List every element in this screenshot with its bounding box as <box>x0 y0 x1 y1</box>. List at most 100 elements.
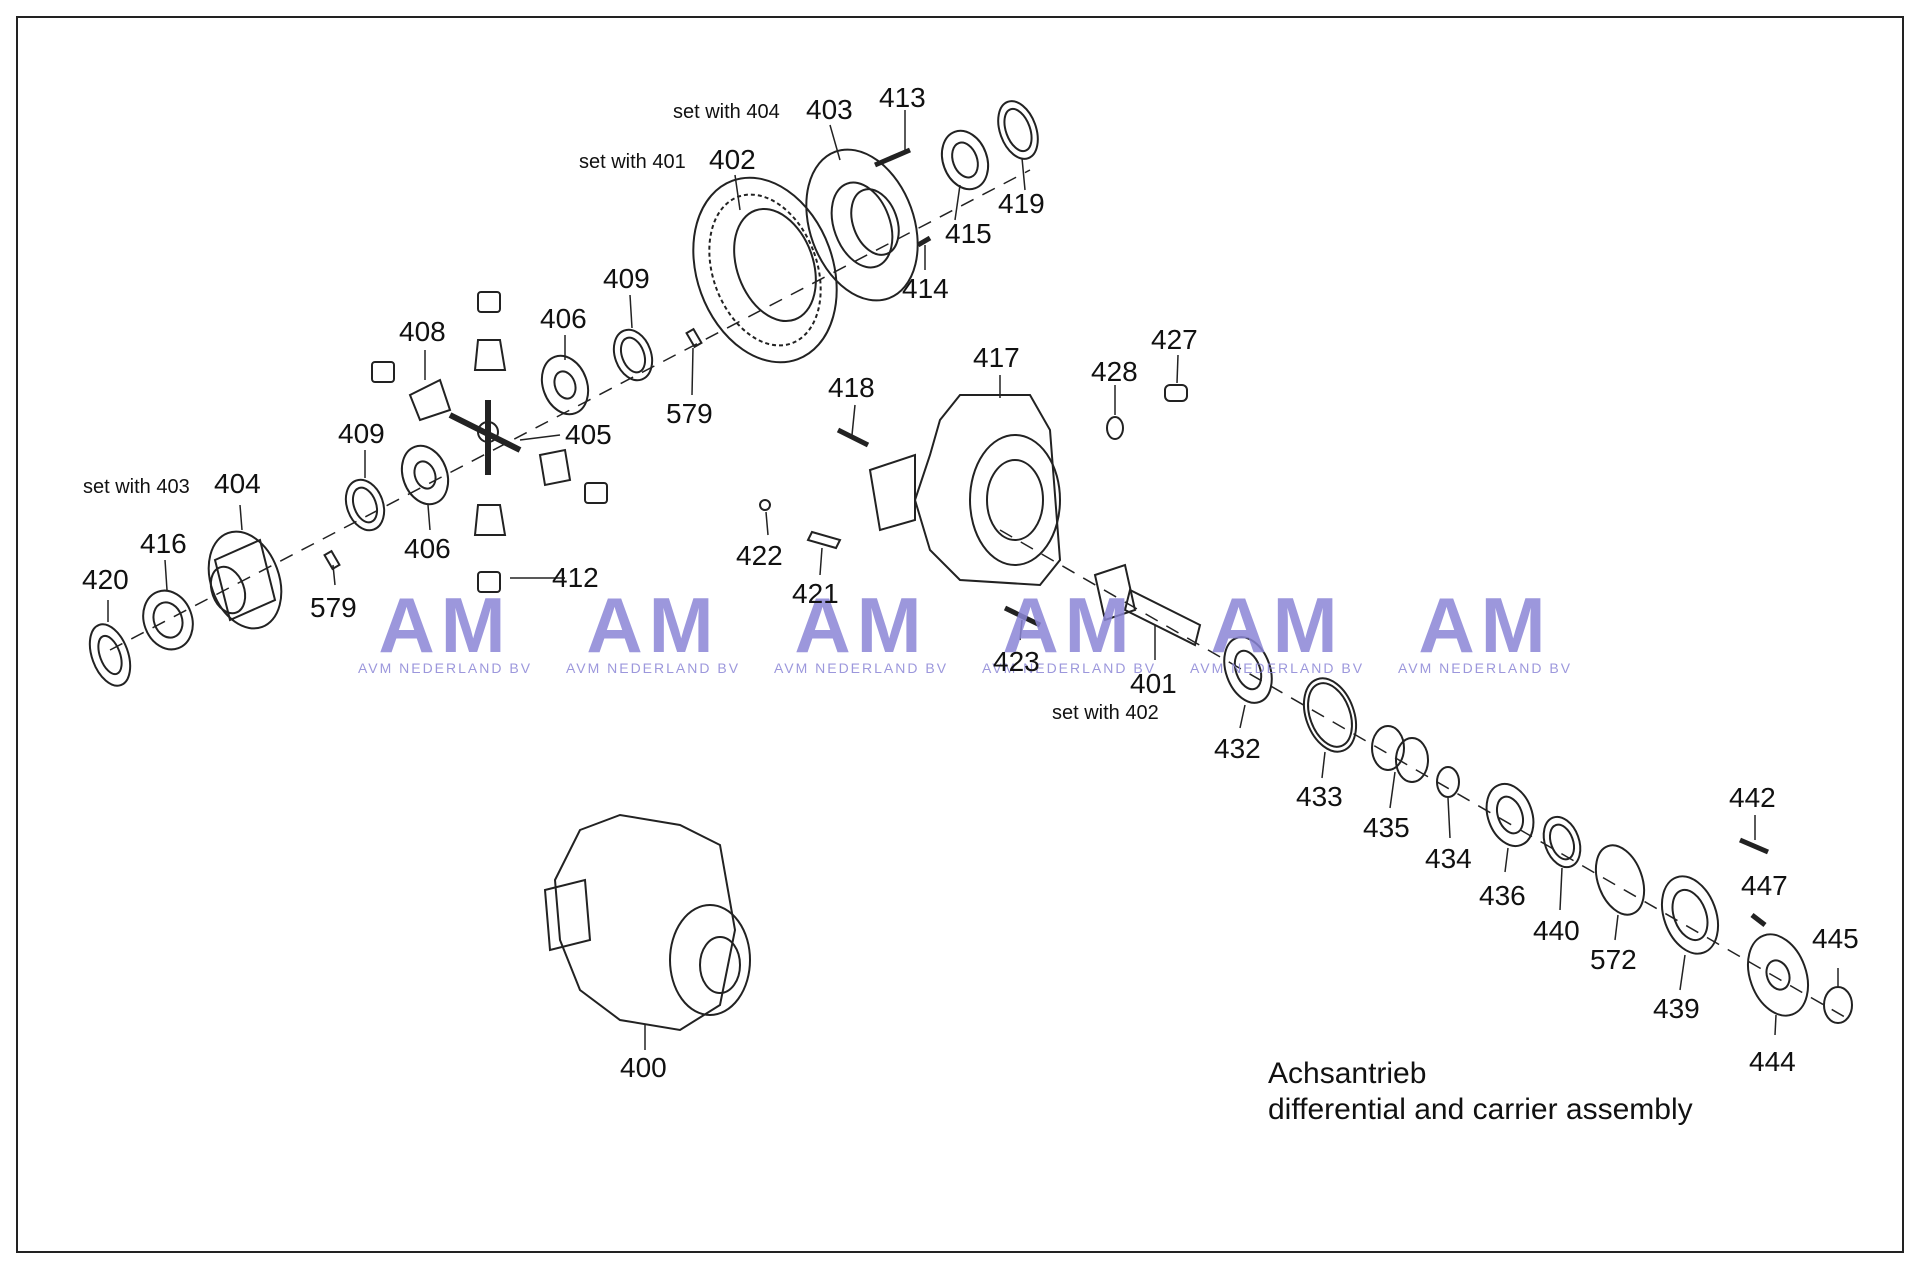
part-409-washer-right <box>612 328 654 382</box>
watermark-6: AM AVM NEDERLAND BV <box>1395 581 1575 676</box>
label-579-lower: 579 <box>310 592 357 623</box>
watermark-mark: AM <box>794 581 928 669</box>
axis-line-lower <box>999 529 1851 1021</box>
part-403-diff-case <box>805 148 919 302</box>
watermark-mark: AM <box>1418 581 1552 669</box>
leader-409r <box>629 294 633 329</box>
label-418: 418 <box>828 372 875 403</box>
label-423: 423 <box>993 646 1040 677</box>
label-421: 421 <box>792 578 839 609</box>
watermark-company: AVM NEDERLAND BV <box>565 660 741 676</box>
axis-line-upper <box>109 169 1031 651</box>
leader-579l <box>332 564 336 586</box>
part-417-carrier-housing <box>868 394 1062 587</box>
part-421-plate <box>806 530 842 550</box>
leader-419 <box>1021 157 1026 191</box>
watermark-2: AM AVM NEDERLAND BV <box>563 581 743 676</box>
label-434: 434 <box>1425 843 1472 874</box>
part-418-bolt <box>836 427 870 448</box>
note-401: set with 402 <box>1052 702 1159 724</box>
part-400-assembly <box>543 813 751 1032</box>
leader-432 <box>1239 704 1246 729</box>
part-434-ring <box>1436 766 1460 798</box>
label-404: 404 <box>214 468 261 499</box>
label-417: 417 <box>973 342 1020 373</box>
leader-418 <box>851 404 856 436</box>
watermark-company: AVM NEDERLAND BV <box>357 660 533 676</box>
part-433-shim <box>1302 677 1358 753</box>
label-422: 422 <box>736 540 783 571</box>
part-447-bolt <box>1750 913 1767 927</box>
part-572-oring <box>1594 844 1646 916</box>
watermark-company: AVM NEDERLAND BV <box>1189 660 1365 676</box>
label-405: 405 <box>565 419 612 450</box>
part-402-ring-gear <box>692 176 838 364</box>
watermark-mark: AM <box>1210 581 1344 669</box>
label-420: 420 <box>82 564 129 595</box>
label-413: 413 <box>879 82 926 113</box>
label-403: 403 <box>806 94 853 125</box>
note-403: set with 404 <box>673 101 780 123</box>
part-404-diff-case <box>207 530 283 630</box>
leader-434 <box>1447 797 1451 839</box>
title-line-2: differential and carrier assembly <box>1268 1093 1693 1126</box>
label-579-upper: 579 <box>666 398 713 429</box>
leader-579r <box>691 347 694 396</box>
watermark-5: AM AVM NEDERLAND BV <box>1187 581 1367 676</box>
label-572: 572 <box>1590 944 1637 975</box>
part-420-ring <box>88 623 132 687</box>
watermark-mark: AM <box>586 581 720 669</box>
label-409-upper: 409 <box>603 263 650 294</box>
leader-403 <box>829 124 841 161</box>
label-416: 416 <box>140 528 187 559</box>
label-433: 433 <box>1296 781 1343 812</box>
part-413-bolt <box>874 147 911 168</box>
part-442-bolt <box>1739 837 1769 855</box>
part-439-cover <box>1660 875 1720 955</box>
leader-423 <box>1019 619 1023 641</box>
part-414-bolt <box>916 235 932 248</box>
part-408-pinion-gears <box>371 291 608 593</box>
label-439: 439 <box>1653 993 1700 1024</box>
part-579-pin-upper <box>685 327 703 349</box>
label-427: 427 <box>1151 324 1198 355</box>
part-435-spacer <box>1371 725 1429 783</box>
diagram-title: Achsantrieb differential and carrier ass… <box>1268 1056 1693 1128</box>
leader-422 <box>765 511 769 536</box>
part-579-pin-lower <box>323 549 341 571</box>
leader-421 <box>819 547 823 576</box>
watermark-1: AM AVM NEDERLAND BV <box>355 581 535 676</box>
part-406-side-gear-right <box>540 354 590 416</box>
leader-427 <box>1176 354 1179 384</box>
label-402: 402 <box>709 144 756 175</box>
label-414: 414 <box>902 273 949 304</box>
leader-444 <box>1774 1014 1777 1036</box>
part-445-nut <box>1823 986 1853 1024</box>
part-427-plug <box>1164 384 1188 402</box>
note-402: set with 401 <box>579 151 686 173</box>
title-line-1: Achsantrieb <box>1268 1057 1427 1090</box>
label-440: 440 <box>1533 915 1580 946</box>
part-419-ring <box>997 100 1039 160</box>
watermark-3: AM AVM NEDERLAND BV <box>771 581 951 676</box>
label-409-lower: 409 <box>338 418 385 449</box>
part-444-flange <box>1747 933 1809 1017</box>
watermark-mark: AM <box>378 581 512 669</box>
watermark-mark: AM <box>1002 581 1136 669</box>
leader-415 <box>954 184 961 221</box>
label-406-lower: 406 <box>404 533 451 564</box>
leader-405 <box>519 434 561 441</box>
leader-572 <box>1614 914 1619 941</box>
leader-435 <box>1389 771 1396 809</box>
label-400: 400 <box>620 1052 667 1083</box>
note-404: set with 403 <box>83 476 190 498</box>
part-422-bolt <box>759 499 771 511</box>
watermark-company: AVM NEDERLAND BV <box>981 660 1157 676</box>
label-435: 435 <box>1363 812 1410 843</box>
label-406-upper: 406 <box>540 303 587 334</box>
label-447: 447 <box>1741 870 1788 901</box>
label-408: 408 <box>399 316 446 347</box>
label-445: 445 <box>1812 923 1859 954</box>
leader-436 <box>1504 847 1509 873</box>
